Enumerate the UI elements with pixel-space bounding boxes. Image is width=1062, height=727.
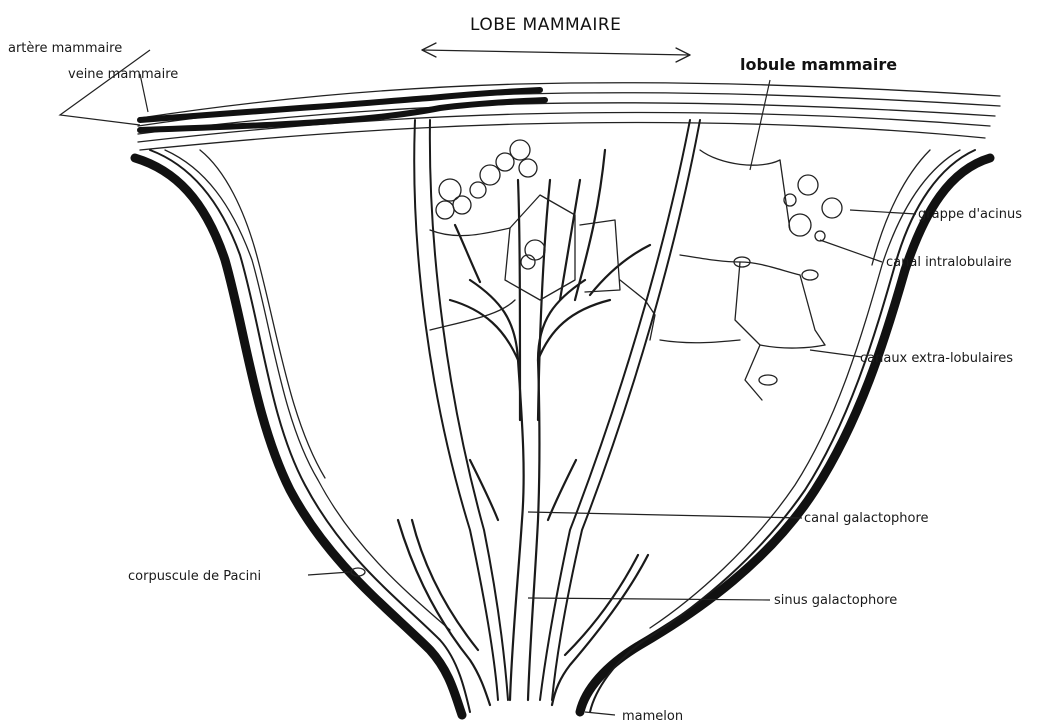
acinus-clusters-right [784,175,842,241]
outer-skin-contour [135,158,462,715]
diagram-title: LOBE MAMMAIRE [470,15,621,35]
label-lobule-mammaire: lobule mammaire [740,55,897,74]
label-corpuscule-pacini: corpuscule de Pacini [128,569,261,584]
label-veine-mammaire: veine mammaire [68,67,178,82]
leader-lines [60,50,916,715]
label-canaux-extra-lobulaires: canaux extra-lobulaires [860,351,1013,366]
skin-layers [138,83,1000,150]
label-artere-mammaire: artère mammaire [8,41,122,56]
sinus-ducts [398,520,648,705]
label-sinus-galactophore: sinus galactophore [774,593,897,608]
acinus-clusters-left [436,140,545,269]
label-canal-galactophore: canal galactophore [804,511,929,526]
lobe-septa [414,120,700,700]
label-canal-intralobulaire: canal intralobulaire [886,255,1012,270]
outer-skin-contour-right [580,158,990,712]
fascia-left [150,150,470,712]
label-grappe-acinus: grappe d'acinus [918,207,1022,222]
lobe-span-arrow [422,43,690,62]
lobule-compartments-right [660,150,825,400]
label-mamelon: mamelon [622,709,683,724]
